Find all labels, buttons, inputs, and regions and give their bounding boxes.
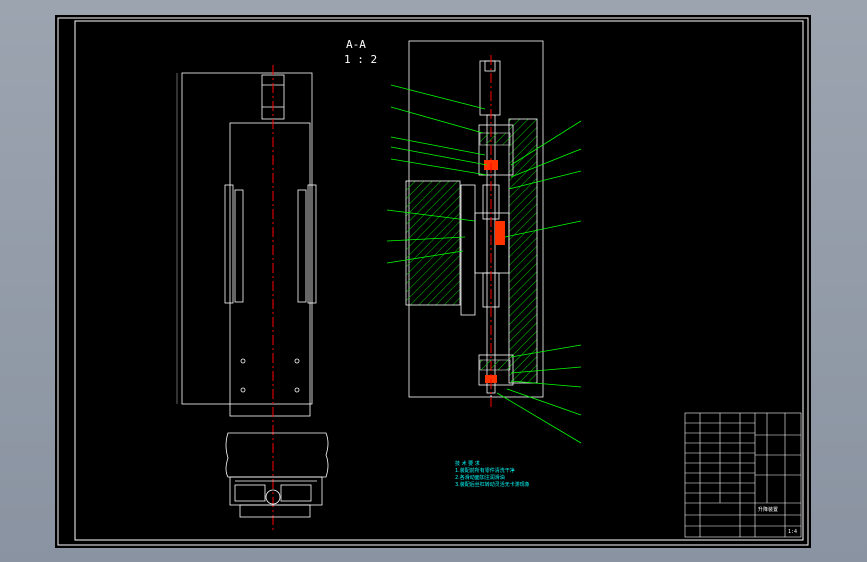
bottom-view [225,432,329,518]
title-block [684,412,802,538]
housing-outline [181,72,313,405]
hatch-bracket-left [405,180,461,306]
mount-hole-3 [294,358,300,364]
carriage-plate [460,184,476,316]
screw-section [265,489,281,505]
mount-hole-1 [240,358,246,364]
title-block-scale: 1:4 [788,529,797,535]
base-plate [239,504,311,518]
upper-bearing-housing [478,124,514,176]
note-2: 2.各滑动面加注润滑油 [455,474,505,481]
engineering-drawing: A-A 1 : 2 [57,17,809,546]
right-rail [307,184,317,304]
section-scale: 1 : 2 [344,53,377,66]
section-title: A-A [346,38,366,51]
leader-lines [386,84,582,444]
notes-heading: 技 术 要 求 [455,460,480,467]
column-body [229,122,311,417]
note-1: 1.装配前所有零件清洗干净 [455,467,515,474]
technical-notes: 技 术 要 求 1.装配前所有零件清洗干净 2.各滑动面加注润滑油 3.装配后丝… [455,460,530,488]
front-view [181,72,317,417]
section-motor [479,60,501,116]
plate-break [225,432,329,478]
screw-nut [495,221,505,245]
lower-bearing-housing [478,354,514,386]
outer-border [57,17,809,546]
drawing-sheet: A-A 1 : 2 [55,15,811,548]
note-3: 3.装配后丝杠转动灵活无卡滞现象 [455,481,530,488]
mount-hole-2 [240,387,246,393]
mount-hole-4 [294,387,300,393]
left-rail [224,184,234,304]
inner-border [74,20,804,541]
section-view [405,40,544,405]
title-block-part-label: 升降装置 [758,506,778,513]
